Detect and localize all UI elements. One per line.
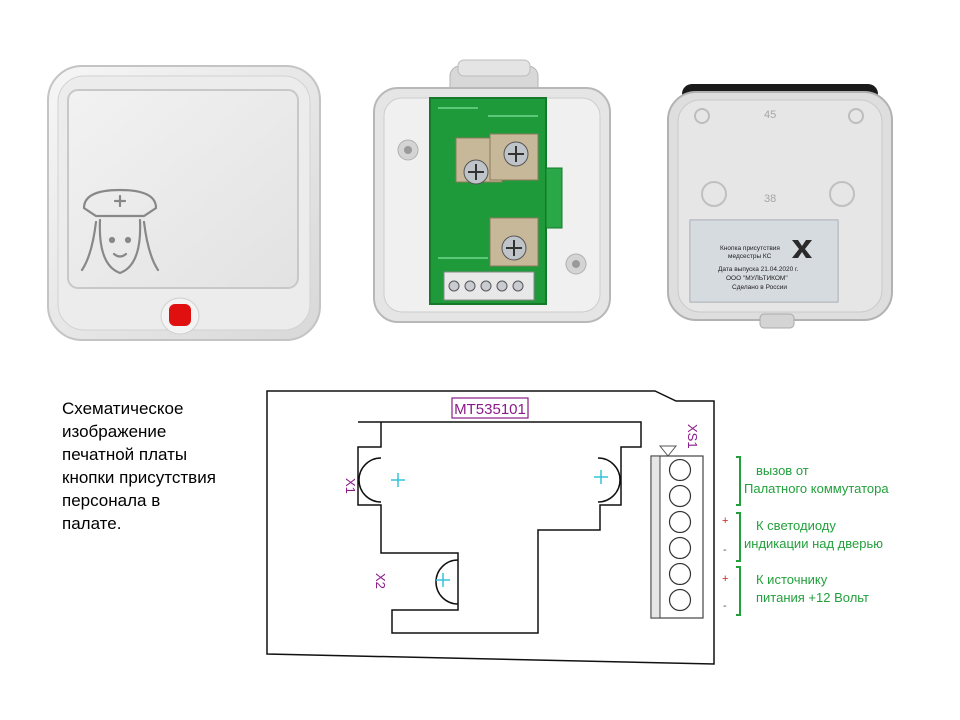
button-front-photo: [47, 65, 321, 341]
board-outline: [266, 390, 715, 665]
label-line-5: Сделано в России: [732, 284, 787, 291]
board-cutout: [357, 421, 642, 634]
terminal-group-2-line-1: К светодиоду: [756, 518, 836, 533]
description-line: изображение: [62, 422, 167, 441]
description-line: палате.: [62, 514, 122, 533]
connector-label: XS1: [685, 424, 700, 449]
contact-x2-pad: [435, 559, 459, 605]
polarity-minus: -: [723, 600, 727, 612]
terminal-group-3-line-1: К источнику: [756, 572, 828, 587]
label-line-2: медсестры КС: [728, 253, 772, 260]
contact-x1-label: X1: [343, 478, 358, 494]
button-inside-photo: [373, 59, 611, 323]
button-back-photo: 45 38 Кнопка присутствия медсестры КС Да…: [667, 84, 893, 329]
label-line-3: Дата выпуска 21.04.2020 г.: [718, 266, 799, 273]
terminal-group-1-line-2: Палатного коммутатора: [744, 481, 889, 496]
contact-x1b-pad: [597, 457, 621, 503]
contact-crosshair-icon: [391, 470, 608, 587]
board-label-box: [451, 397, 529, 419]
terminal-group-1-line-1: вызов от: [756, 463, 809, 478]
contact-x1-pad: [358, 457, 382, 503]
board-label: MT535101: [454, 401, 526, 418]
contact-x2-label: X2: [373, 573, 388, 589]
description-line: персонала в: [62, 491, 161, 510]
manufacturer-logo-icon: [792, 240, 812, 258]
polarity-plus: +: [722, 515, 728, 527]
description-line: Схематическое: [62, 399, 184, 418]
polarity-minus: -: [723, 544, 727, 556]
terminal-block-xs1: XS1: [650, 424, 704, 619]
description-line: кнопки присутствия: [62, 468, 216, 487]
product-label-plate: Кнопка присутствия медсестры КС Дата вып…: [689, 219, 839, 303]
polarity-plus: +: [722, 573, 728, 585]
housing-mark-middle: 38: [764, 193, 776, 205]
housing-mark-top: 45: [764, 109, 776, 121]
indicator-led: [169, 304, 191, 326]
schematic-description: Схематическое изображение печатной платы…: [62, 397, 272, 535]
label-line-1: Кнопка присутствия: [720, 245, 780, 252]
terminal-group-2-line-2: индикации над дверью: [744, 536, 883, 551]
label-line-4: ООО "МУЛЬТИКОМ": [726, 275, 788, 282]
terminal-bracket: [736, 456, 741, 616]
nurse-icon: [80, 188, 160, 275]
description-line: печатной платы: [62, 445, 188, 464]
terminal-group-3-line-2: питания +12 Вольт: [756, 590, 869, 605]
